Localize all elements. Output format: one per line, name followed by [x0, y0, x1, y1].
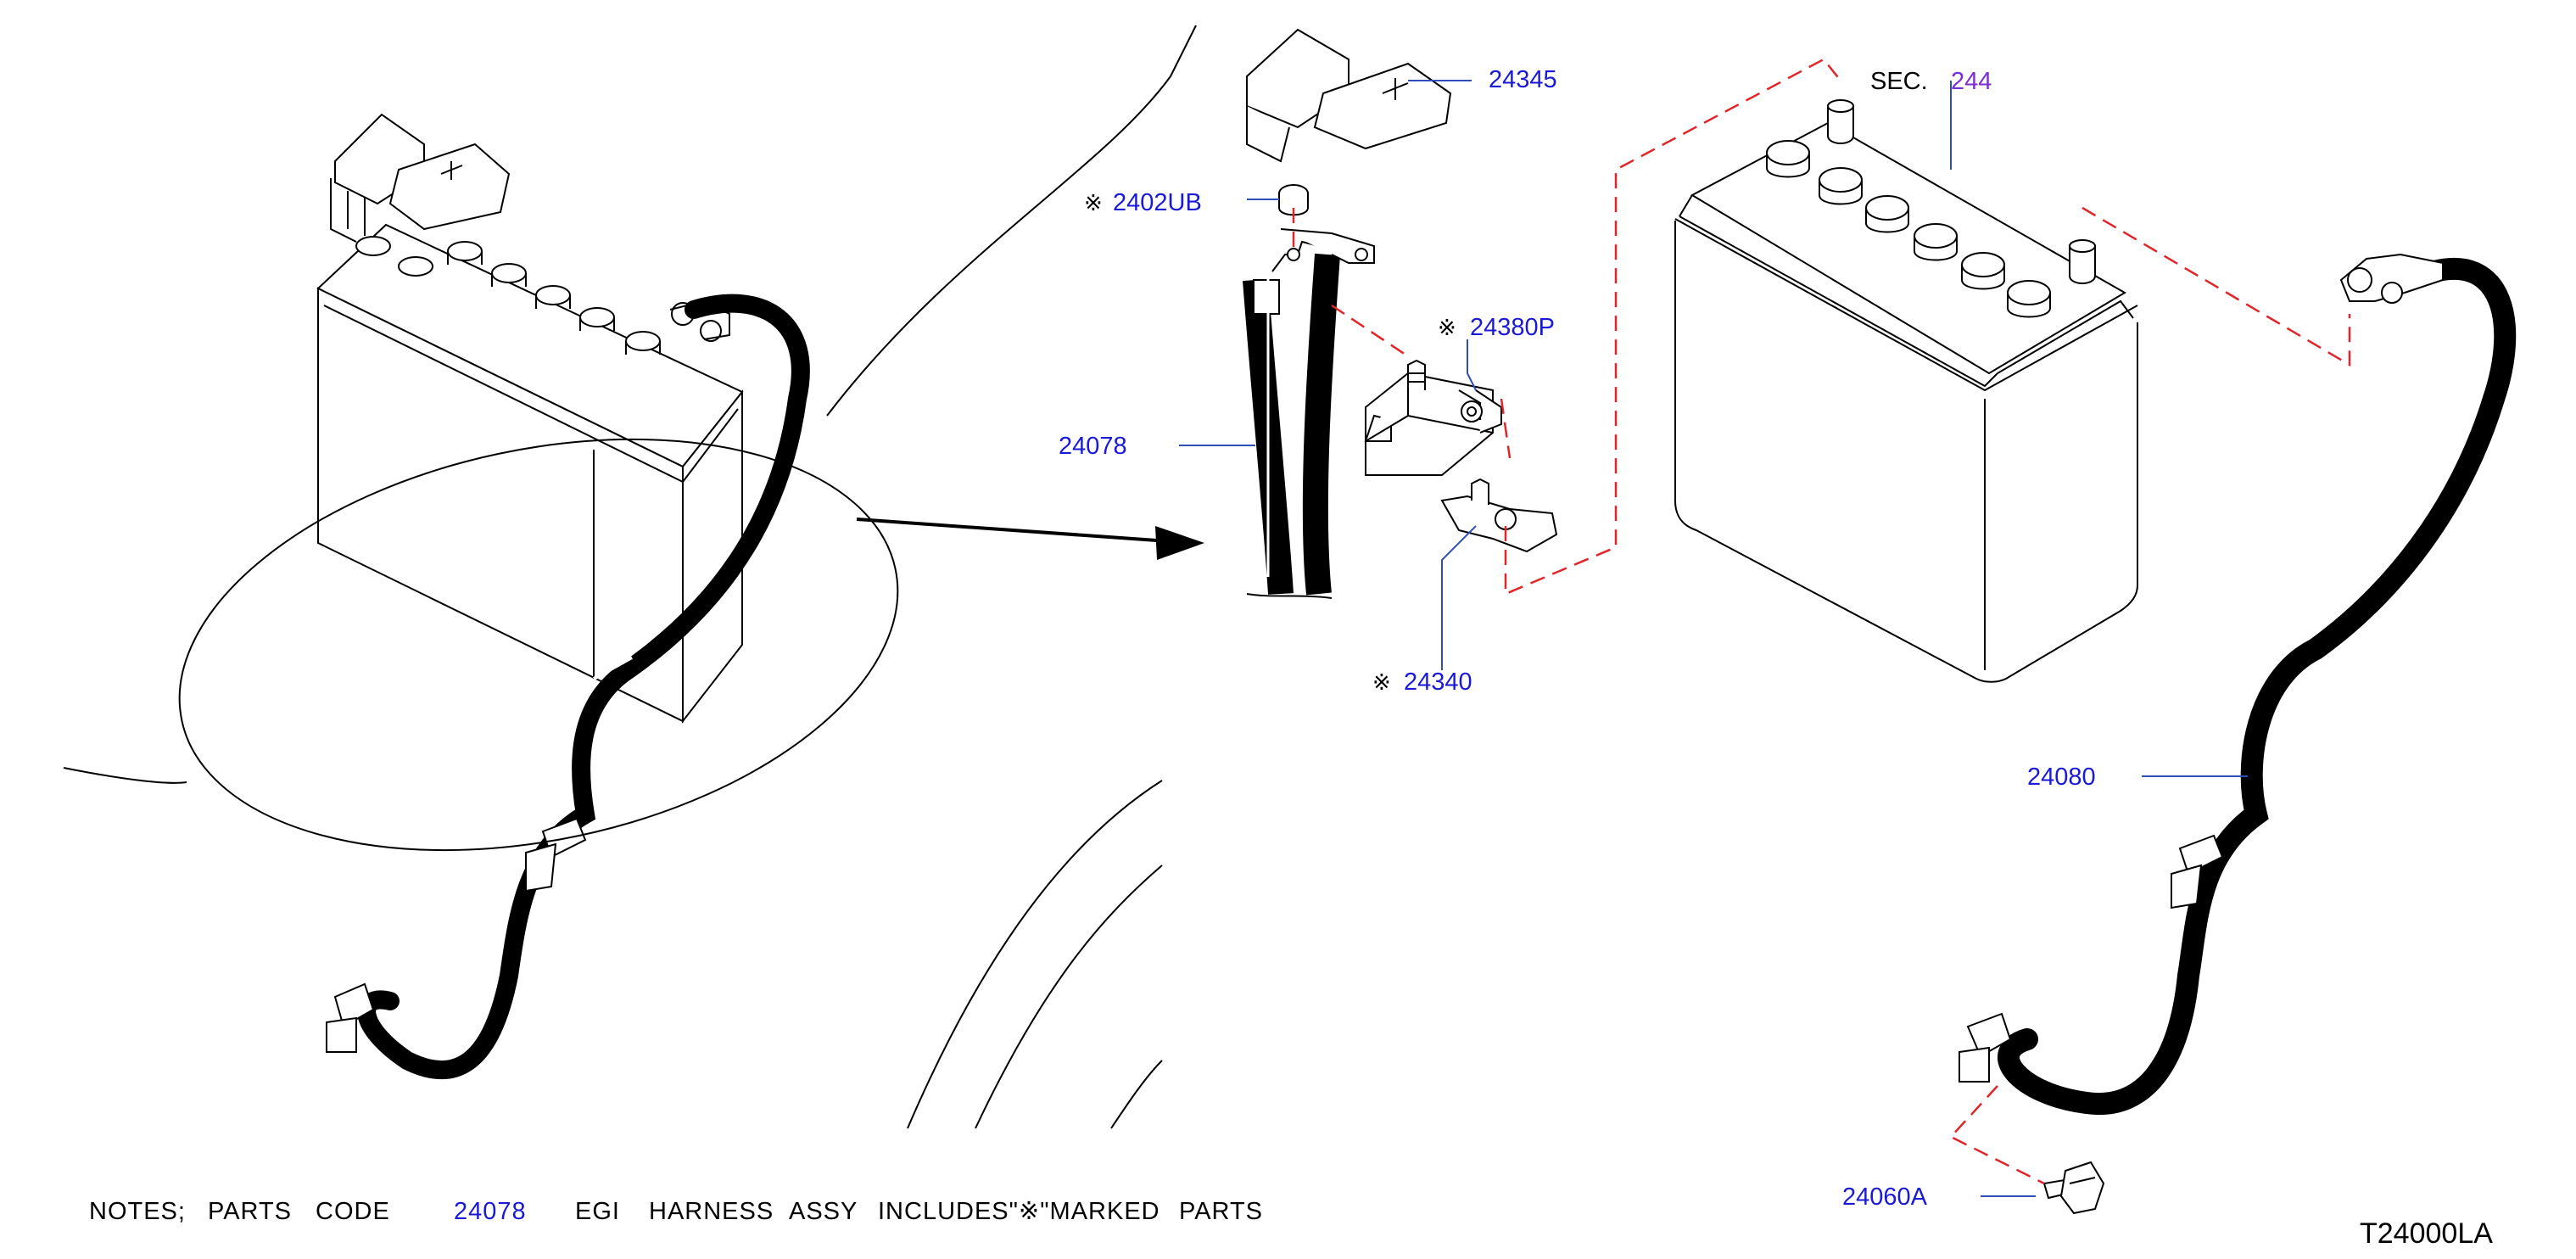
- notes-harness: HARNESS: [649, 1198, 774, 1225]
- nut-2402ub: [1278, 184, 1309, 216]
- overview-bracket-clips: [326, 817, 587, 1053]
- marker-24340: ※: [1372, 670, 1391, 696]
- section-prefix: SEC.: [1870, 68, 1928, 95]
- fuse-block-24380p: [1364, 359, 1502, 476]
- callout-2402ub[interactable]: 2402UB: [1113, 189, 1202, 216]
- diagram-id: T24000LA: [2360, 1217, 2493, 1250]
- ground-cable-24080: [1998, 257, 2517, 1116]
- notes-parts-2: PARTS: [1179, 1198, 1263, 1225]
- ground-clamp: [2339, 253, 2444, 304]
- callout-24345[interactable]: 24345: [1489, 66, 1557, 93]
- bolt-24060a: [2042, 1161, 2105, 1215]
- notes-assy: ASSY: [789, 1198, 858, 1225]
- overview-battery: [316, 113, 744, 724]
- notes-prefix: NOTES;: [89, 1198, 186, 1225]
- notes-code-value[interactable]: 24078: [454, 1198, 527, 1225]
- detail-arrow: [856, 518, 1204, 560]
- notes-line: NOTES; PARTS CODE 24078 EGI HARNESS ASSY…: [89, 1198, 1263, 1225]
- marker-24380p: ※: [1438, 316, 1456, 341]
- callout-24080[interactable]: 24080: [2027, 764, 2096, 791]
- section-ref-244[interactable]: 244: [1951, 68, 1992, 95]
- harness-24078: [1243, 228, 1375, 599]
- marker-2402ub: ※: [1084, 191, 1103, 216]
- overview-body-lines: [63, 25, 1197, 1129]
- callout-labels: 24345 ※ 2402UB ※ 24380P 24078 ※ 24340 SE…: [1059, 66, 2096, 1211]
- notes-includes: INCLUDES"※"MARKED: [878, 1198, 1160, 1225]
- callout-24078[interactable]: 24078: [1059, 433, 1127, 460]
- terminal-24340: [1440, 478, 1558, 553]
- callout-24060a[interactable]: 24060A: [1842, 1183, 1928, 1211]
- dashed-guides: [1292, 58, 2351, 1185]
- notes-code: CODE: [316, 1198, 390, 1225]
- callout-24340[interactable]: 24340: [1404, 669, 1472, 696]
- battery-244: [1674, 99, 2138, 683]
- leader-lines: [1179, 80, 2248, 1197]
- overview-ground-cable: [357, 294, 810, 1080]
- cover-24345: [1246, 28, 1452, 163]
- notes-egi: EGI: [575, 1198, 620, 1225]
- callout-24380p[interactable]: 24380P: [1470, 314, 1555, 341]
- right-bracket-clips: [1959, 834, 2224, 1083]
- notes-parts: PARTS: [208, 1198, 292, 1225]
